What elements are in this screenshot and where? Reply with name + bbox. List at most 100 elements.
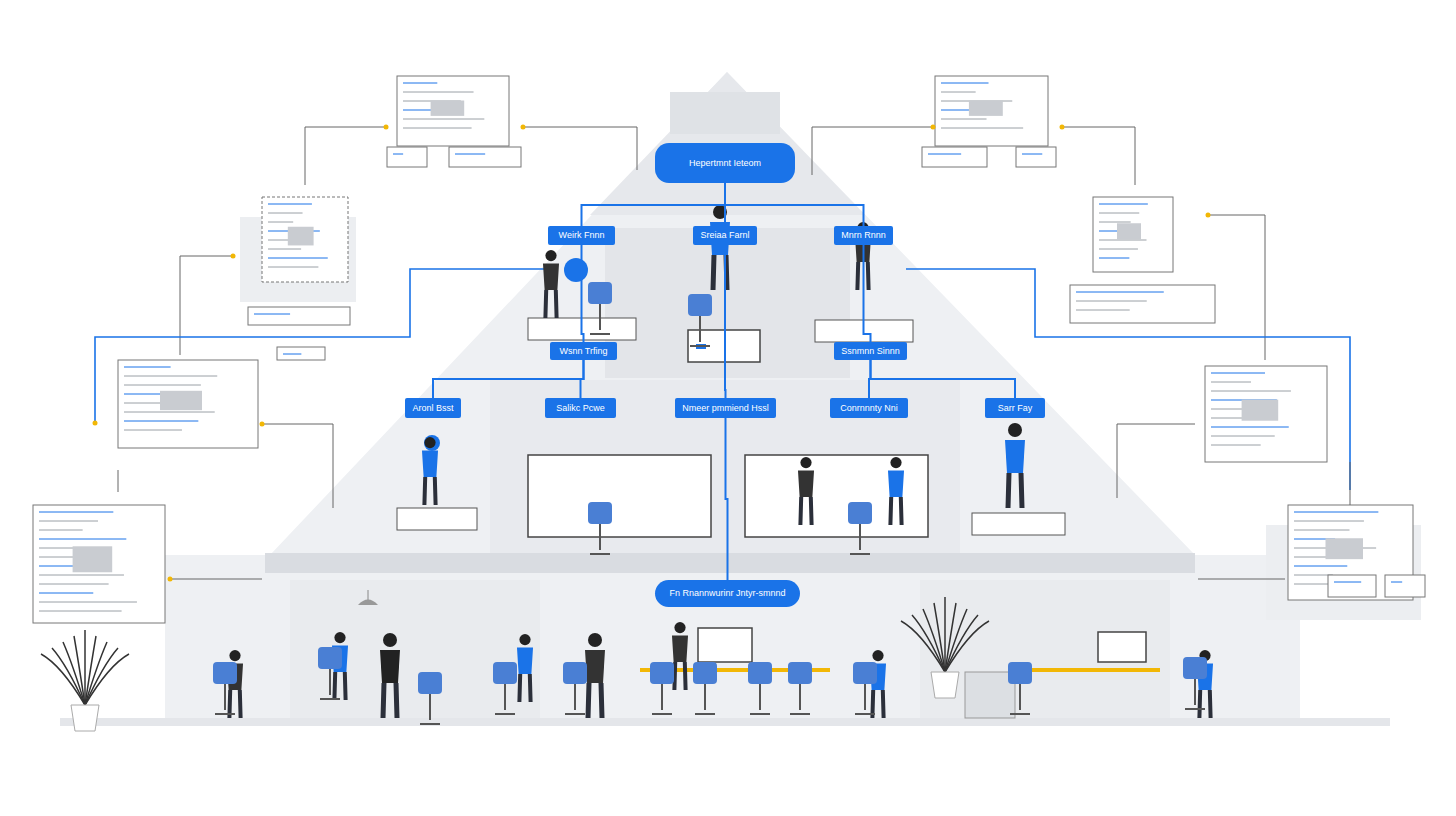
panel-picture	[1326, 538, 1364, 559]
panel-line	[1211, 373, 1265, 374]
chair-leg	[215, 684, 235, 714]
panel	[1205, 366, 1327, 462]
box-text: Sarr Fay	[998, 403, 1033, 414]
connector	[871, 360, 1016, 398]
panel-line	[39, 584, 109, 585]
panel	[449, 147, 521, 167]
panel	[1070, 285, 1215, 323]
globe	[564, 258, 588, 282]
bottom-room-left	[290, 580, 540, 720]
person-legs	[545, 290, 556, 318]
panel-line	[124, 367, 171, 368]
panel-line	[283, 354, 301, 355]
label-box: Fn Rnannwurinr Jntyr-smnnd	[655, 580, 800, 607]
chair-leg	[652, 684, 672, 714]
shelf	[965, 672, 1015, 718]
panel	[1328, 575, 1376, 597]
chair-leg	[690, 316, 710, 346]
panel	[118, 360, 258, 448]
panel-line	[39, 530, 83, 531]
icon	[424, 435, 440, 451]
panel-line	[1211, 427, 1289, 428]
person-legs	[674, 662, 685, 690]
panel-line	[403, 83, 437, 84]
chair-back	[788, 662, 812, 684]
panel	[262, 197, 348, 282]
panel-line	[1211, 445, 1261, 446]
leader-line	[262, 424, 333, 508]
person-legs	[519, 674, 530, 702]
box-text: Fn Rnannwurinr Jntyr-smnnd	[669, 588, 785, 599]
person-head	[890, 457, 901, 468]
person-legs	[334, 672, 345, 700]
panel	[1385, 575, 1425, 597]
desk-top	[1030, 668, 1160, 672]
screen	[745, 455, 928, 537]
panel	[397, 76, 509, 146]
connector	[725, 183, 864, 226]
panel-picture	[431, 101, 465, 116]
label-box: Sarr Fay	[985, 398, 1045, 418]
panel-line	[1294, 521, 1364, 522]
pyramid-top	[590, 72, 865, 215]
panel-line	[455, 154, 485, 155]
panel-line	[39, 575, 124, 576]
box-text: Wsnn Trfing	[559, 346, 607, 357]
label-box: Sreiaa Farnl	[693, 226, 757, 245]
label-box: Ssnmnn Sinnn	[834, 342, 907, 360]
panel-line	[1076, 310, 1130, 311]
panel	[1016, 147, 1056, 167]
panel-line	[1294, 575, 1333, 576]
plant-leaf	[923, 609, 945, 672]
panel-line	[268, 204, 312, 205]
label-box: Wsnn Trfing	[550, 342, 617, 360]
panel-line	[941, 92, 976, 93]
label-box: Mnrn Rnnn	[834, 226, 893, 245]
panel-line	[941, 83, 989, 84]
chair-back	[588, 282, 612, 304]
chair-leg	[1010, 684, 1030, 714]
plant-leaf	[63, 642, 85, 705]
person-body	[798, 471, 814, 497]
person-body	[517, 648, 533, 674]
chair-leg	[790, 684, 810, 714]
panel-line	[1211, 436, 1275, 437]
person-head	[519, 634, 530, 645]
chair-leg	[495, 684, 515, 714]
panel-line	[941, 128, 1023, 129]
panel-line	[39, 602, 137, 603]
label-box: Hepertmnt Ieteom	[655, 143, 795, 183]
person-head	[1008, 423, 1022, 437]
person-legs	[588, 683, 602, 718]
panel-line	[124, 430, 182, 431]
chair-back	[1183, 657, 1207, 679]
plant-leaf	[944, 597, 946, 672]
pyramid	[165, 72, 1300, 720]
panel	[33, 505, 165, 623]
panel-line	[1294, 566, 1347, 567]
chair-leg	[750, 684, 770, 714]
chair-leg	[590, 524, 610, 554]
panel-line	[403, 128, 472, 129]
leader-line	[812, 127, 933, 175]
connector	[582, 245, 584, 342]
panel-picture	[73, 546, 113, 572]
monitor	[1098, 632, 1146, 662]
junction-dot	[1206, 213, 1211, 218]
chair-leg	[850, 524, 870, 554]
panel-line	[254, 314, 290, 315]
junction-dot	[231, 254, 236, 259]
bottom-room-right	[920, 580, 1170, 720]
chair-back	[213, 662, 237, 684]
ground	[60, 718, 1390, 726]
panel	[248, 307, 350, 325]
panel	[387, 147, 427, 167]
chair-back	[418, 672, 442, 694]
chair-leg	[590, 304, 610, 334]
chair-back	[493, 662, 517, 684]
chair-leg	[855, 684, 875, 714]
person-legs	[1008, 473, 1022, 508]
chair-back	[748, 662, 772, 684]
panel-line	[268, 249, 301, 250]
panel-line	[268, 222, 293, 223]
